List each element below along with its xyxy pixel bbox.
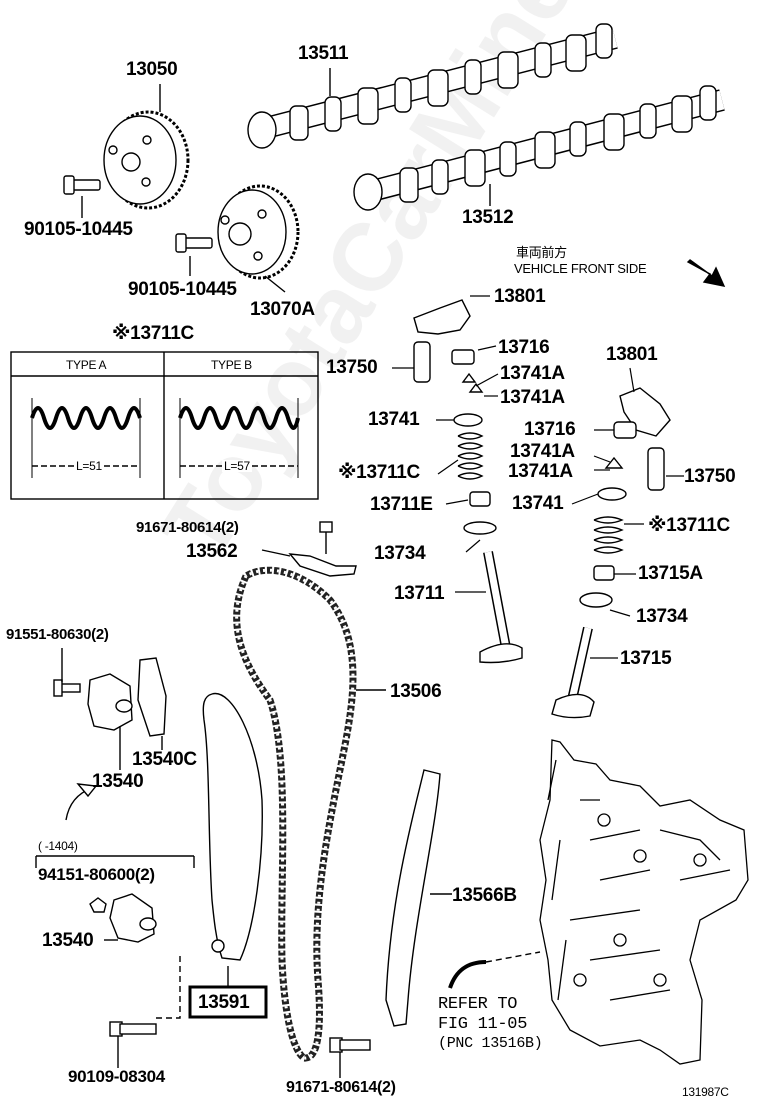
part-13734-b: 13734 (636, 606, 688, 627)
part-13801-b: 13801 (606, 344, 658, 365)
part-13711E: 13711E (370, 494, 433, 515)
bolt-91671-lower (329, 1037, 371, 1053)
part-13716-b: 13716 (524, 419, 576, 440)
tensioner-arm-13591 (202, 692, 263, 961)
bolt-90109 (109, 1021, 157, 1037)
type-a-length: L=51 (74, 459, 104, 473)
refer-line1: REFER TO (438, 995, 518, 1014)
part-13511: 13511 (298, 43, 349, 64)
spring-type-table (10, 351, 319, 500)
diagram-id: 131987C (682, 1085, 729, 1099)
valve-train-left (413, 299, 523, 664)
part-90105-a: 90105-10445 (24, 219, 133, 240)
part-13050: 13050 (126, 59, 178, 80)
part-90105-b: 90105-10445 (128, 279, 237, 300)
part-13711: 13711 (394, 583, 445, 604)
part-13741-a: 13741 (368, 409, 420, 430)
part-13715: 13715 (620, 648, 672, 669)
part-13540-a: 13540 (92, 771, 144, 792)
part-13716-a: 13716 (498, 337, 550, 358)
part-13741A-d: 13741A (508, 461, 573, 482)
part-13741A-b: 13741A (500, 387, 565, 408)
part-13734-a: 13734 (374, 543, 426, 564)
part-90109: 90109-08304 (68, 1067, 165, 1086)
engine-block-sketch (539, 739, 749, 1065)
part-13070A: 13070A (250, 299, 315, 320)
direction-jp: 車両前方 (516, 245, 567, 260)
part-13741-b: 13741 (512, 493, 564, 514)
part-13750-a: 13750 (326, 357, 378, 378)
valve-train-right (551, 387, 671, 719)
bolts-90105 (63, 175, 213, 253)
refer-line3: (PNC 13516B) (438, 1035, 543, 1052)
part-13711C-a: ※13711C (338, 462, 420, 483)
part-13711C-b: ※13711C (648, 515, 730, 536)
range-note: ( -1404) (38, 839, 78, 853)
part-13506: 13506 (390, 681, 442, 702)
refer-line2: FIG 11-05 (438, 1015, 528, 1034)
part-13741A-c: 13741A (510, 441, 575, 462)
part-13562: 13562 (186, 541, 238, 562)
type-b-length: L=57 (222, 459, 252, 473)
part-91551: 91551-80630(2) (6, 626, 109, 643)
part-13741A-a: 13741A (500, 363, 565, 384)
part-91671-a: 91671-80614(2) (136, 519, 239, 536)
part-13540-b: 13540 (42, 930, 94, 951)
part-13801-a: 13801 (494, 286, 546, 307)
direction-en: VEHICLE FRONT SIDE (514, 261, 647, 276)
chain-guide-13566B (385, 769, 441, 1027)
camshaft-13512 (353, 85, 725, 211)
chain-guide-13562 (288, 553, 357, 577)
part-91671-b: 91671-80614(2) (286, 1079, 396, 1096)
sprocket-13050 (103, 110, 190, 210)
tensioner-13540-upper (53, 657, 167, 737)
part-94151: 94151-80600(2) (38, 865, 155, 884)
type-a-label: TYPE A (66, 358, 107, 372)
part-13512: 13512 (462, 207, 514, 228)
camshaft-13511 (247, 23, 618, 149)
type-box-title: ※13711C (112, 323, 194, 344)
type-b-label: TYPE B (211, 358, 252, 372)
part-13715A: 13715A (638, 563, 703, 584)
part-13591: 13591 (198, 992, 250, 1013)
tensioner-13540-lower (89, 893, 157, 943)
part-13540C: 13540C (132, 749, 197, 770)
part-13750-b: 13750 (684, 466, 736, 487)
sprocket-13070A (217, 184, 300, 280)
part-13566B: 13566B (452, 885, 517, 906)
